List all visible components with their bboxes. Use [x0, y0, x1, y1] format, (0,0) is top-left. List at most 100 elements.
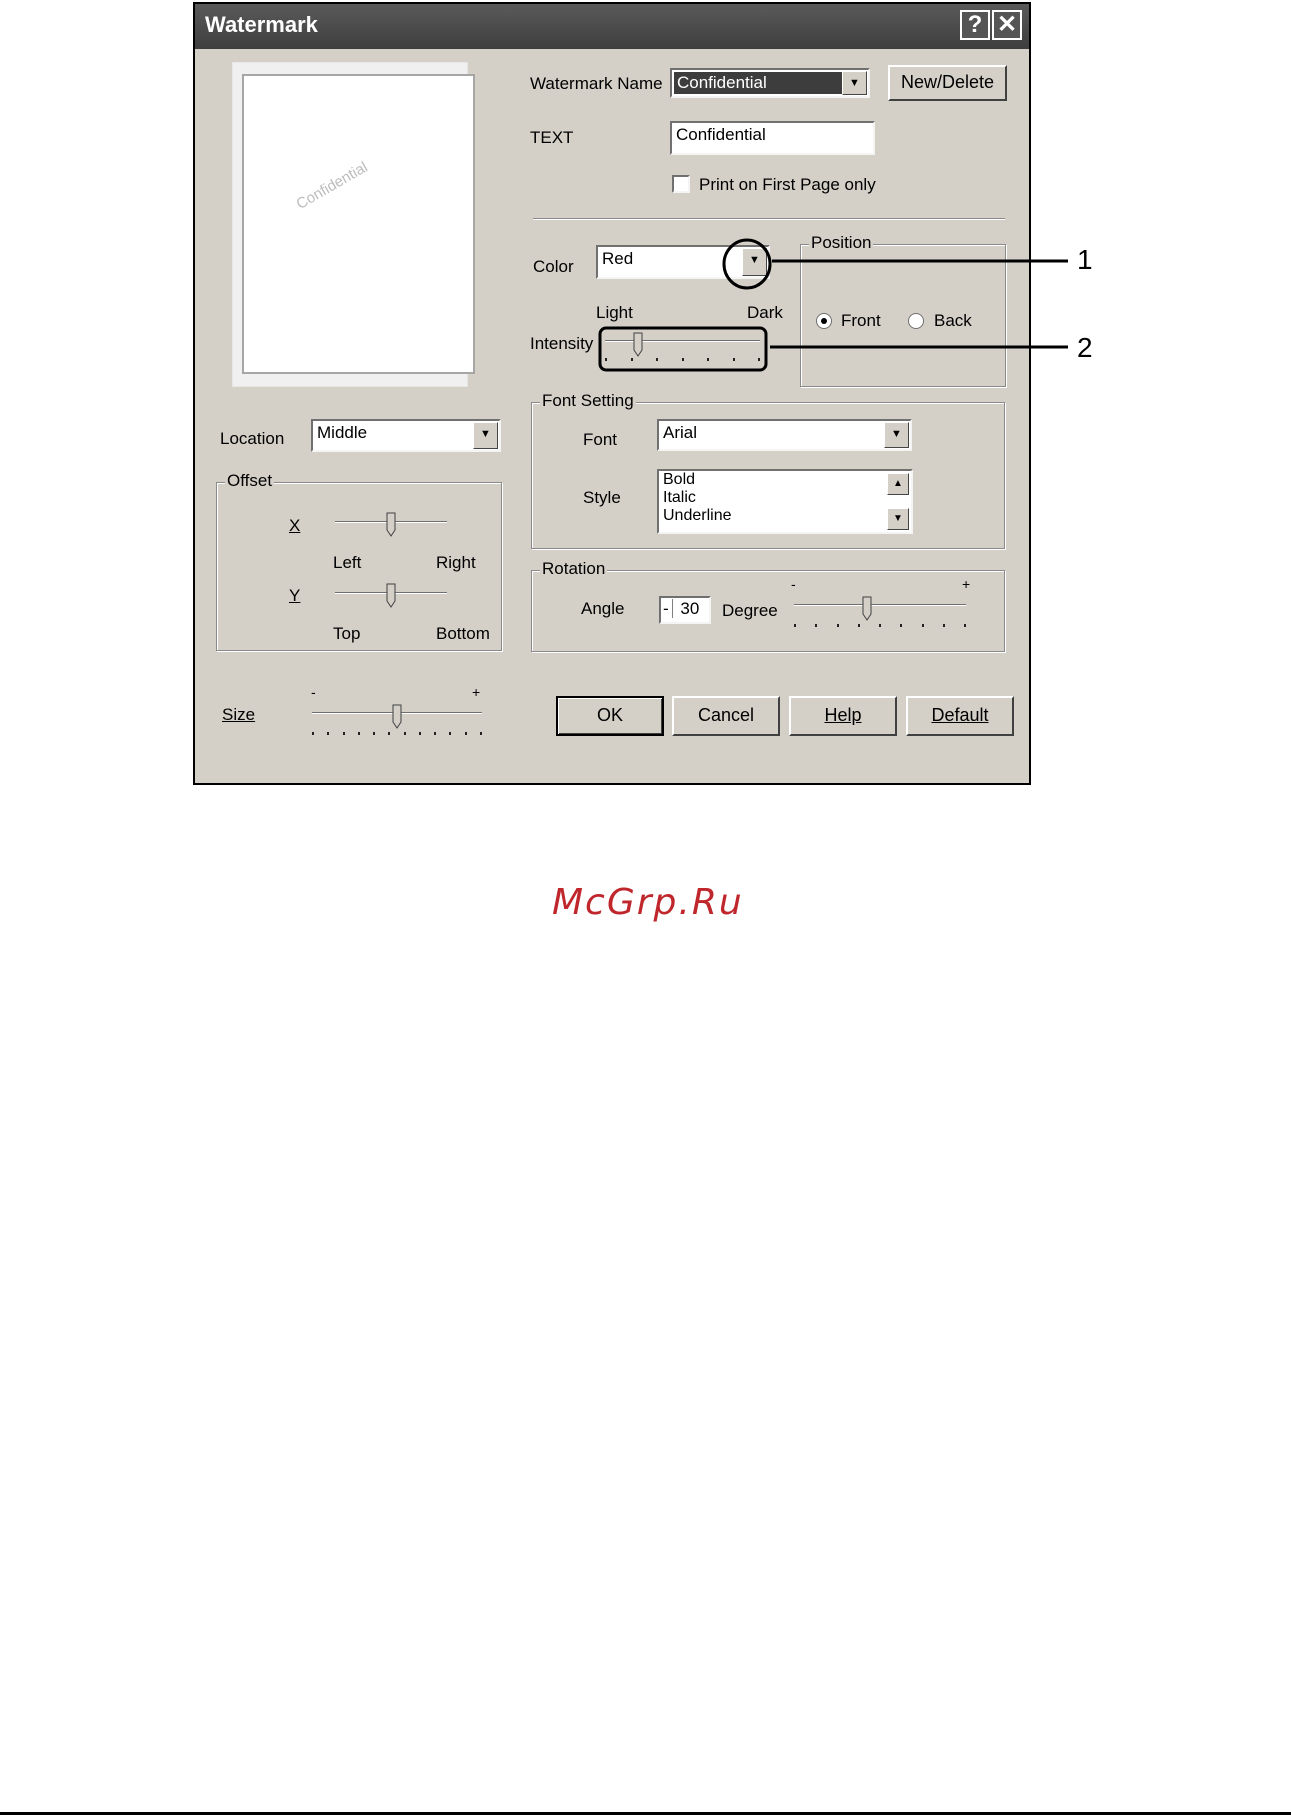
offset-x-slider[interactable] [335, 509, 447, 541]
chevron-down-icon[interactable]: ▼ [742, 248, 767, 276]
chevron-down-icon[interactable]: ▼ [473, 422, 498, 449]
position-front-label: Front [841, 311, 881, 330]
intensity-slider-thumb[interactable] [633, 332, 643, 358]
chevron-down-icon[interactable]: ▼ [842, 71, 867, 95]
rotation-group: Rotation Angle - 30 Degree - + [531, 559, 1005, 652]
preview-watermark-text: Confidential [293, 158, 371, 213]
help-button[interactable]: Help [789, 696, 897, 736]
slider-tick [343, 732, 345, 735]
close-icon[interactable]: ✕ [992, 10, 1022, 40]
size-label: Size [222, 705, 256, 724]
slider-tick [388, 732, 390, 735]
separator [533, 218, 1005, 220]
title-bar: Watermark ? ✕ [195, 4, 1029, 49]
help-icon[interactable]: ? [960, 10, 990, 40]
slider-tick [900, 624, 902, 627]
rotation-group-label: Rotation [540, 559, 608, 579]
callout-1-number: 1 [1077, 244, 1093, 275]
intensity-ticks [605, 358, 760, 362]
radio-selected-dot [821, 318, 827, 324]
offset-y-bottom-label: Bottom [436, 624, 490, 643]
callout-circle [722, 238, 772, 290]
chevron-down-icon[interactable]: ▼ [884, 422, 909, 448]
callout-leaders [770, 259, 1068, 349]
first-page-only-checkbox[interactable] [672, 175, 690, 193]
slider-tick [879, 624, 881, 627]
offset-x-slider-thumb[interactable] [386, 512, 396, 538]
slider-tick [480, 732, 482, 735]
slider-tick [964, 624, 966, 627]
position-back-label: Back [934, 311, 972, 330]
slider-tick [373, 732, 375, 735]
style-label: Style [583, 488, 621, 507]
rotation-slider[interactable] [790, 592, 970, 632]
text-label: TEXT [530, 128, 574, 147]
color-value: Red [602, 249, 634, 268]
slider-tick [794, 624, 796, 627]
position-group-label: Position [809, 233, 874, 253]
position-front-radio[interactable] [816, 313, 832, 329]
style-listbox[interactable]: Bold Italic Underline ▲ ▼ [657, 469, 913, 534]
watermark-preview: Confidential [232, 62, 475, 387]
angle-value: 30 [680, 599, 700, 618]
font-value: Arial [663, 423, 698, 442]
slider-tick [449, 732, 451, 735]
position-back-radio[interactable] [908, 313, 924, 329]
slider-tick [733, 358, 735, 361]
slider-tick [358, 732, 360, 735]
slider-tick [312, 732, 314, 735]
location-label: Location [220, 429, 285, 448]
preview-page: Confidential [242, 74, 475, 374]
angle-input[interactable]: - 30 [659, 596, 711, 624]
watermark-name-select[interactable]: Confidential ▼ [670, 68, 870, 98]
rotation-ticks [794, 624, 966, 628]
brand-watermark: McGrp.Ru [552, 882, 744, 923]
slider-tick [815, 624, 817, 627]
offset-x-right-label: Right [436, 553, 476, 572]
slider-tick [434, 732, 436, 735]
slider-tick [707, 358, 709, 361]
angle-label: Angle [581, 599, 625, 618]
style-item-underline[interactable]: Underline [663, 507, 732, 524]
scroll-up-icon[interactable]: ▲ [887, 473, 909, 495]
size-ticks [312, 732, 482, 736]
intensity-slider[interactable] [600, 330, 765, 366]
slider-tick [758, 358, 760, 361]
color-select[interactable]: Red ▼ [596, 245, 770, 279]
cancel-button[interactable]: Cancel [672, 696, 780, 736]
intensity-label: Intensity [530, 334, 594, 353]
location-select[interactable]: Middle ▼ [311, 419, 501, 452]
dialog-title: Watermark [205, 12, 318, 37]
new-delete-button[interactable]: New/Delete [888, 65, 1007, 101]
offset-y-label: Y [289, 586, 301, 605]
offset-group-label: Offset [225, 471, 275, 491]
style-item-bold[interactable]: Bold [663, 471, 696, 488]
size-slider[interactable] [308, 700, 486, 740]
ok-button[interactable]: OK [556, 696, 664, 736]
color-label: Color [533, 257, 574, 276]
default-button[interactable]: Default [906, 696, 1014, 736]
font-select[interactable]: Arial ▼ [657, 419, 912, 451]
font-label: Font [583, 430, 618, 449]
font-setting-group-label: Font Setting [540, 391, 636, 411]
size-slider-thumb[interactable] [392, 704, 402, 730]
degree-label: Degree [722, 601, 778, 620]
text-input[interactable]: Confidential [670, 121, 875, 155]
slider-tick [404, 732, 406, 735]
style-item-italic[interactable]: Italic [663, 489, 696, 506]
offset-y-top-label: Top [333, 624, 361, 643]
watermark-name-value: Confidential [674, 72, 846, 94]
intensity-dark-label: Dark [747, 303, 783, 322]
offset-y-slider[interactable] [335, 580, 447, 612]
slider-tick [605, 358, 607, 361]
rotation-plus-label: + [962, 576, 971, 592]
slider-tick [943, 624, 945, 627]
font-setting-group: Font Setting Font Arial ▼ Style Bold Ita… [531, 391, 1005, 549]
scroll-down-icon[interactable]: ▼ [887, 508, 909, 530]
slider-tick [656, 358, 658, 361]
rotation-slider-thumb[interactable] [862, 596, 872, 622]
offset-x-left-label: Left [333, 553, 362, 572]
offset-y-slider-thumb[interactable] [386, 583, 396, 609]
offset-group: Offset X Left Right Y Top Bottom [216, 471, 502, 651]
page-bottom-rule [0, 1812, 1291, 1815]
